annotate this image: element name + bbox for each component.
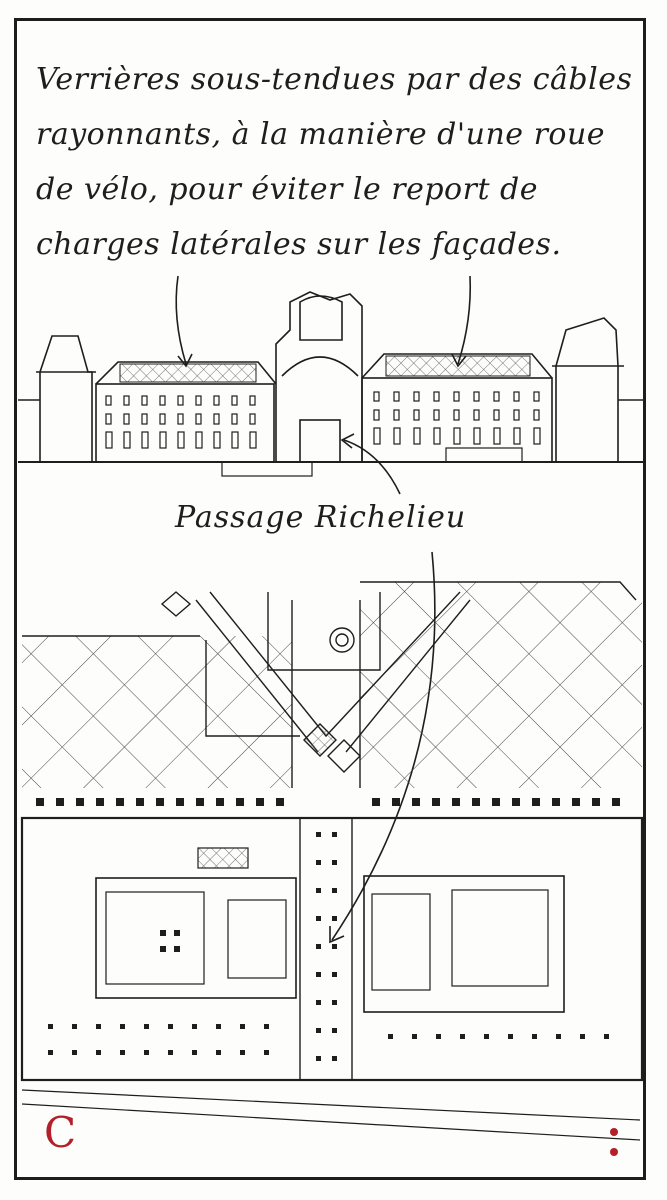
dot-pair-icon: [610, 1128, 620, 1158]
elevation-windows: [105, 391, 541, 449]
dot-bottom: [610, 1148, 618, 1156]
chapter-letter-c: C: [44, 1108, 77, 1157]
plan-building: [20, 816, 644, 1082]
caption-text: Verrières sous-tendues par des câbles ra…: [36, 62, 633, 262]
dot-top: [610, 1128, 618, 1136]
plan-colonnade: [36, 798, 620, 1061]
plan-top: [22, 581, 642, 788]
plan-street: [21, 1089, 641, 1141]
passage-richelieu-label: Passage Richelieu: [175, 500, 467, 535]
panel-frame: [14, 18, 646, 1180]
